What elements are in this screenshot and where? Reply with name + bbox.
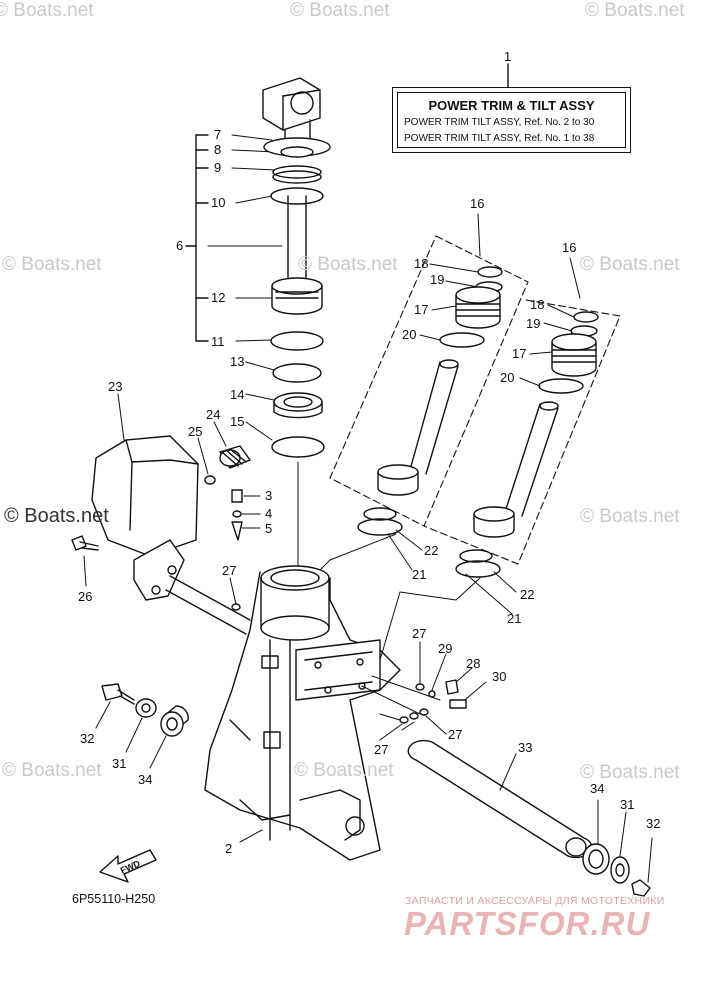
callout-10: 10 [211, 195, 226, 210]
callout-33: 33 [518, 740, 533, 755]
callout-19a: 19 [430, 272, 445, 287]
callout-27a: 27 [222, 563, 237, 578]
callout-27b: 27 [412, 626, 427, 641]
o-rings-27 [231, 603, 436, 724]
callout-17b: 17 [512, 346, 527, 361]
title-box-inner: POWER TRIM & TILT ASSY POWER TRIM TILT A… [397, 92, 626, 148]
callout-20b: 20 [500, 370, 515, 385]
callout-1: 1 [504, 49, 512, 64]
brand-tagline: ЗАПЧАСТИ И АКСЕССУАРЫ ДЛЯ МОТОТЕХНИКИ [405, 895, 665, 907]
callout-16b: 16 [562, 240, 577, 255]
watermark: © Boats.net [290, 0, 390, 21]
needle-bearing-24 [197, 421, 251, 485]
title-box-line-1: POWER TRIM TILT ASSY, Ref. No. 2 to 30 [404, 117, 595, 128]
tilt-rod-assembly [262, 77, 331, 575]
callout-11: 11 [211, 334, 225, 349]
callout-26: 26 [78, 589, 93, 604]
callout-4: 4 [265, 506, 273, 521]
callout-34b: 34 [590, 781, 605, 796]
watermark: © Boats.net [580, 506, 680, 527]
callout-7: 7 [214, 127, 222, 142]
callout-23: 23 [108, 379, 123, 394]
dashed-group-16-left [329, 235, 529, 527]
watermark: © Boats.net [2, 760, 102, 781]
callout-21b: 21 [507, 611, 522, 626]
callout-34a: 34 [138, 772, 153, 787]
watermark: © Boats.net [298, 254, 398, 275]
trim-cylinder-left [357, 266, 503, 536]
callout-19b: 19 [526, 316, 541, 331]
watermark: © Boats.net [585, 0, 685, 21]
bracket-6-leaders [207, 134, 283, 342]
callout-27c: 27 [374, 742, 389, 757]
callout-25: 25 [188, 424, 203, 439]
callout-16a: 16 [470, 196, 485, 211]
pipe-lines [319, 533, 481, 731]
callout-22a: 22 [424, 543, 439, 558]
watermark: © Boats.net [294, 760, 394, 781]
watermark: © Boats.net [2, 254, 102, 275]
callout-12: 12 [211, 290, 226, 305]
callout-13: 13 [230, 354, 245, 369]
callout-5: 5 [265, 521, 273, 536]
callout-17a: 17 [414, 302, 429, 317]
title-box: POWER TRIM & TILT ASSY POWER TRIM TILT A… [392, 87, 631, 153]
callout-27d: 27 [448, 727, 463, 742]
callout-29: 29 [438, 641, 453, 656]
callout-2: 2 [225, 841, 233, 856]
callout-32a: 32 [80, 731, 95, 746]
diagram-code: 6P55110-H250 [72, 892, 156, 906]
callout-32b: 32 [646, 816, 661, 831]
callout-3: 3 [265, 488, 273, 503]
watermark: © Boats.net [4, 505, 109, 527]
pins-28-30 [445, 679, 467, 709]
callout-22b: 22 [520, 587, 535, 602]
callout-18a: 18 [414, 256, 429, 271]
pins-3-5 [231, 489, 261, 541]
leaders-17-22 [387, 263, 575, 615]
dashed-group-16-right [423, 299, 621, 565]
bracket-6 [185, 134, 209, 342]
clamp-bracket [91, 393, 251, 635]
callout-31b: 31 [620, 797, 635, 812]
watermark: © Boats.net [580, 762, 680, 783]
bolt-26 [71, 535, 99, 587]
brand-logo: PARTSFOR.RU [404, 905, 651, 942]
callout-21a: 21 [412, 567, 427, 582]
parts-left-32-31-34 [95, 683, 189, 769]
callout-20a: 20 [402, 327, 417, 342]
callout-8: 8 [214, 142, 222, 157]
callout-6: 6 [176, 238, 184, 253]
callout-30: 30 [492, 669, 507, 684]
callout-9: 9 [214, 160, 222, 175]
tilt-shaft [407, 739, 593, 859]
bracket-housing [204, 565, 401, 861]
callout-14: 14 [230, 387, 245, 402]
title-box-line-2: POWER TRIM TILT ASSY, Ref. No. 1 to 38 [404, 133, 595, 144]
leaders-13-15 [245, 361, 275, 441]
callout-31a: 31 [112, 756, 127, 771]
watermark: © Boats.net [0, 0, 94, 21]
callout-15: 15 [230, 414, 245, 429]
trim-cylinder-right [455, 311, 599, 578]
fwd-arrow-icon [99, 849, 157, 883]
callout-24: 24 [206, 407, 221, 422]
title-box-heading: POWER TRIM & TILT ASSY [428, 98, 595, 113]
watermark: © Boats.net [580, 254, 680, 275]
callout-28: 28 [466, 656, 481, 671]
leader-16b [569, 257, 581, 299]
bushings-right [582, 799, 653, 897]
leader-16a [477, 213, 481, 257]
callout-18b: 18 [530, 297, 545, 312]
